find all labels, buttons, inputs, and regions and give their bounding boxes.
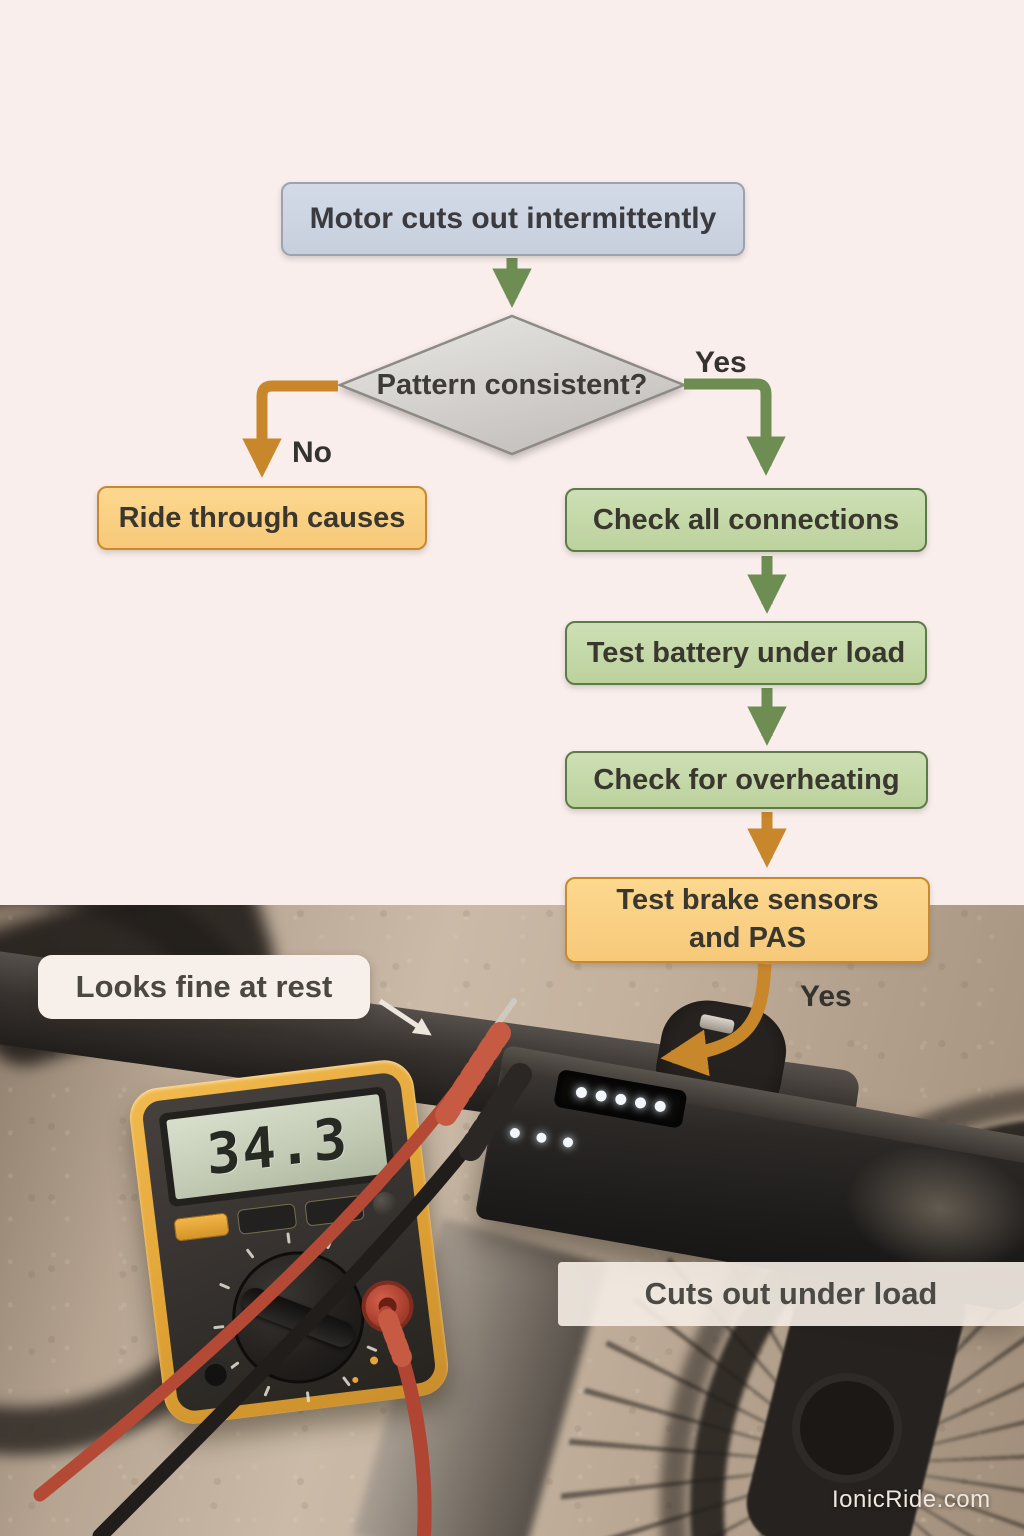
node-check-overheating: Check for overheating (565, 751, 928, 809)
battery-side-leds (509, 1127, 574, 1149)
rear-hub (792, 1373, 902, 1483)
led-dot (594, 1089, 608, 1102)
annotation-looks-fine-at-rest: Looks fine at rest (38, 955, 370, 1019)
function-button (236, 1203, 298, 1235)
round-button (371, 1190, 399, 1219)
node-check-connections: Check all connections (565, 488, 927, 552)
led-dot (614, 1092, 627, 1106)
dial-tick (218, 1282, 231, 1290)
yes-branch-label: Yes (695, 346, 747, 379)
dial-tick (305, 1391, 311, 1403)
no-branch-label: No (292, 436, 332, 469)
annotation-cuts-out-under-load: Cuts out under load (558, 1262, 1024, 1326)
yes-branch-arrow (684, 378, 786, 476)
multimeter-lcd-frame: 34.3 (158, 1086, 397, 1208)
dial-tick (286, 1232, 291, 1244)
dial-tick (325, 1238, 334, 1250)
multimeter-face: 34.3 (140, 1071, 438, 1413)
hold-button (173, 1212, 230, 1242)
dial-tick (213, 1325, 225, 1330)
dial-tick (341, 1376, 351, 1387)
dial-knob (238, 1284, 359, 1351)
led-dot (562, 1136, 574, 1149)
site-watermark: IonicRide.com (832, 1486, 991, 1513)
led-dot (509, 1127, 521, 1139)
node-test-brake-sensors-pas: Test brake sensors and PAS (565, 877, 930, 963)
dial-tick (366, 1345, 378, 1353)
yes-result-label: Yes (800, 980, 852, 1013)
dial-tick (263, 1385, 271, 1397)
led-dot (535, 1131, 548, 1144)
multimeter-lcd: 34.3 (166, 1093, 389, 1200)
decision-node-label: Pattern consistent? (376, 368, 648, 401)
function-button (304, 1194, 365, 1227)
node-test-battery: Test battery under load (565, 621, 927, 685)
led-dot (653, 1099, 667, 1113)
multimeter-reading: 34.3 (204, 1105, 350, 1188)
dial-tick (245, 1248, 255, 1259)
led-dot (574, 1085, 588, 1099)
multimeter: 34.3 (126, 1056, 452, 1428)
dial-tick (356, 1264, 368, 1274)
node-ride-through-causes: Ride through causes (97, 486, 427, 550)
start-node: Motor cuts out intermittently (281, 182, 745, 256)
led-dot (633, 1095, 647, 1109)
